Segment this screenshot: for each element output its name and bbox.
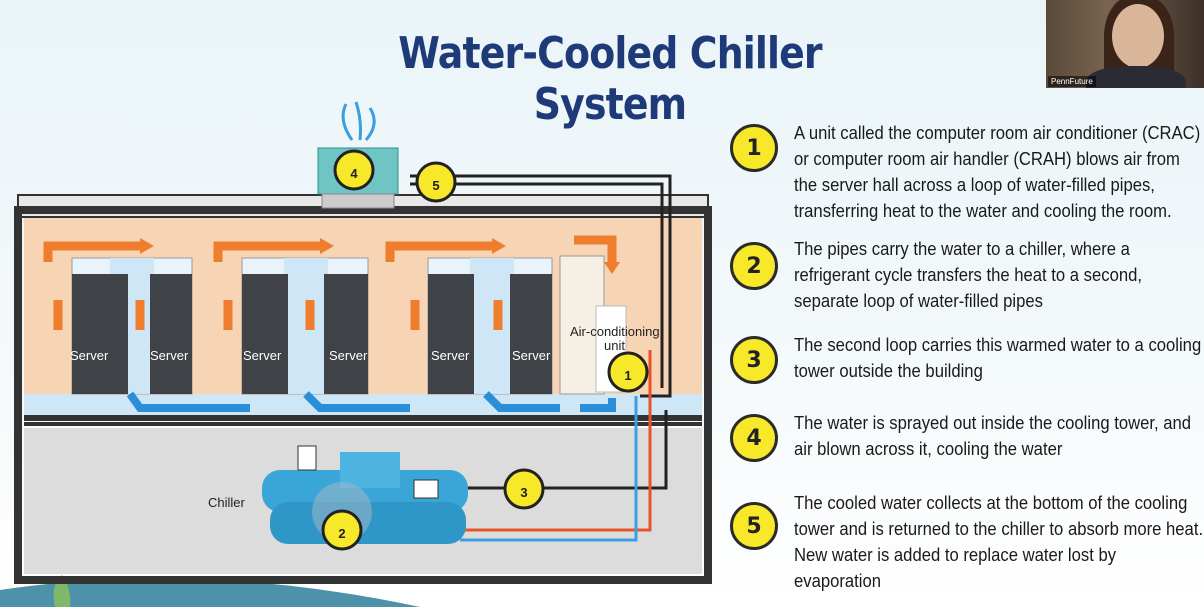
- marker-1: [607, 351, 649, 393]
- server-label: Server: [431, 348, 470, 363]
- presenter-shirt: [1086, 66, 1186, 88]
- svg-text:1: 1: [624, 368, 631, 383]
- water-pipes: [460, 350, 652, 542]
- marker-2: [321, 509, 363, 551]
- ac-unit-label: Air-conditioning: [570, 324, 660, 339]
- server-label: Server: [150, 348, 189, 363]
- rack-pair-2: [241, 257, 369, 395]
- marker-3: [503, 468, 545, 510]
- ground-swoosh: [0, 578, 420, 607]
- warm-air-arrows: [43, 235, 617, 330]
- presenter-face: [1112, 4, 1164, 68]
- step-text: A unit called the computer room air cond…: [794, 122, 1201, 221]
- svg-text:5: 5: [432, 178, 439, 193]
- webcam-feed: PennFuture: [1046, 0, 1204, 88]
- server-label: Server: [329, 348, 368, 363]
- server-label: Server: [70, 348, 109, 363]
- step-number-badge: 5: [730, 502, 778, 550]
- cool-air-arrows: [126, 391, 616, 412]
- svg-text:3: 3: [520, 485, 527, 500]
- step-number-badge: 4: [730, 414, 778, 462]
- server-racks: [71, 257, 553, 395]
- step-number-badge: 2: [730, 242, 778, 290]
- svg-text:2: 2: [338, 526, 345, 541]
- marker-4: [333, 149, 375, 191]
- rack-pair-1: [71, 257, 193, 395]
- step-text: The second loop carries this warmed wate…: [794, 334, 1202, 381]
- chiller-label: Chiller: [208, 495, 246, 510]
- water-spray: [341, 101, 376, 141]
- chiller-system-diagram: Server Server Server Server Server Serve…: [0, 101, 712, 607]
- server-label: Server: [243, 348, 282, 363]
- diagram-markers: 1 2 3 4 5: [321, 149, 649, 551]
- step-text: The cooled water collects at the bottom …: [794, 492, 1204, 591]
- step-text: The pipes carry the water to a chiller, …: [794, 238, 1142, 311]
- building-outer-wall: [14, 206, 712, 584]
- step-text: The water is sprayed out inside the cool…: [794, 412, 1192, 459]
- warm-air-arrowheads: [140, 238, 620, 274]
- marker-5: [415, 161, 457, 203]
- ac-unit-label: unit: [604, 338, 625, 353]
- step-number-badge: 3: [730, 336, 778, 384]
- svg-text:4: 4: [350, 166, 358, 181]
- webcam-name-tag: PennFuture: [1048, 76, 1096, 87]
- rack-pair-3: [427, 257, 553, 395]
- slide-title: Water-Cooled Chiller System: [398, 28, 822, 130]
- step-number-badge: 1: [730, 124, 778, 172]
- server-label: Server: [512, 348, 551, 363]
